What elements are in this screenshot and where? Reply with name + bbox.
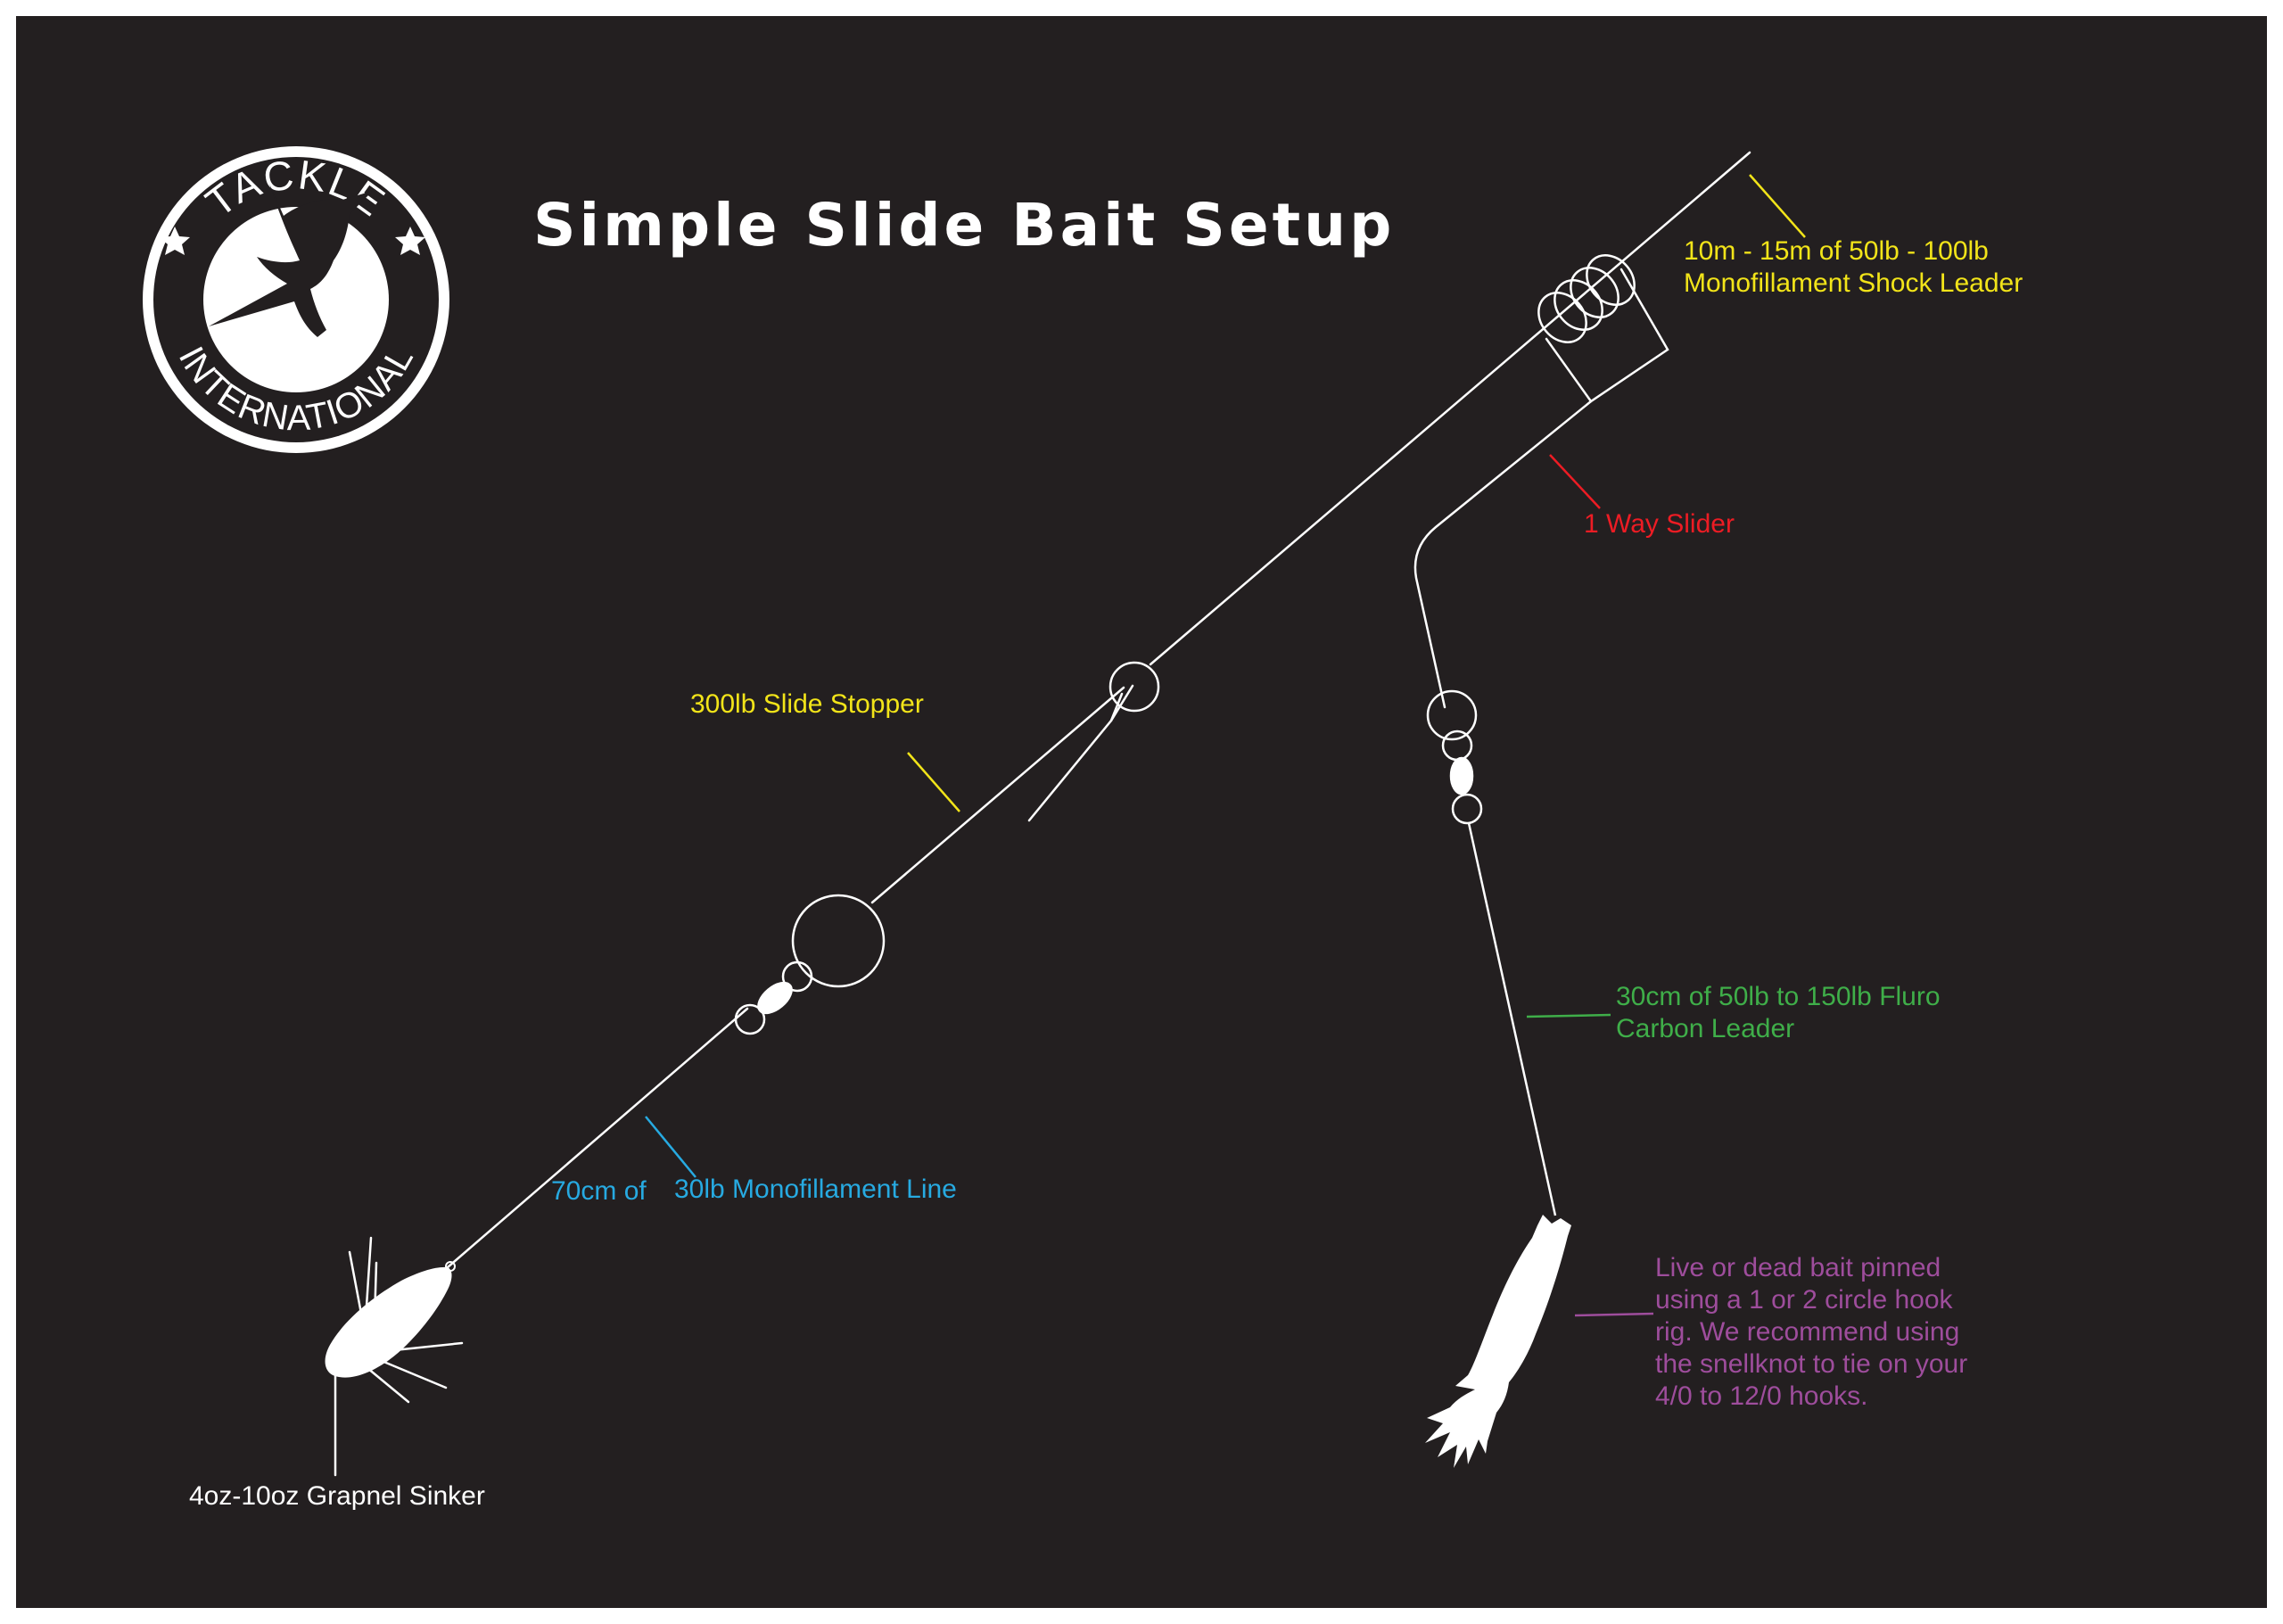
fluro-carbon-leader xyxy=(1467,822,1557,1216)
callout-fluro-leader xyxy=(1526,1013,1611,1018)
slide-stopper-clip-inner xyxy=(1109,692,1124,722)
mono-line-lower xyxy=(446,1007,749,1269)
sinker-eye xyxy=(445,1261,456,1272)
big-bead-ring xyxy=(791,894,886,988)
mono-line-upper xyxy=(1149,151,1751,666)
rig-diagram: TACKLE INTERNATIONAL xyxy=(143,146,1806,1477)
dropper-swivel-barrel xyxy=(1449,756,1474,796)
label-slide-stopper: 300lb Slide Stopper xyxy=(690,689,924,719)
callout-one-way-slider xyxy=(1549,454,1601,509)
dropper-ring-top xyxy=(1426,689,1478,741)
callout-mono-line xyxy=(645,1116,696,1178)
callout-slide-stopper xyxy=(907,752,960,812)
main-line-group xyxy=(446,151,1751,1269)
dropper-swivel-ring-top xyxy=(1441,730,1473,762)
hardware xyxy=(734,661,1483,1035)
lower-swivel-barrel xyxy=(757,981,793,1015)
label-shock-leader: 10m - 15m of 50lb - 100lb Monofillament … xyxy=(1684,236,2023,298)
sinker-wires xyxy=(334,1236,464,1477)
grapnel-sinker xyxy=(325,1236,464,1477)
logo-star-left-icon xyxy=(160,227,190,255)
slide-stopper-ring xyxy=(1109,661,1160,713)
shock-leader-knot xyxy=(1537,254,1636,343)
label-fluro-leader: 30cm of 50lb to 150lb Fluro Carbon Leade… xyxy=(1616,982,1941,1043)
page-title: Simple Slide Bait Setup xyxy=(533,191,1396,260)
callout-lines xyxy=(645,174,1806,1317)
bait-squid-icon xyxy=(1425,1215,1571,1468)
callout-shock-leader xyxy=(1749,174,1806,238)
one-way-slider xyxy=(1413,268,1669,709)
label-bait: Live or dead bait pinned using a 1 or 2 … xyxy=(1655,1253,1968,1411)
tackle-international-logo: TACKLE INTERNATIONAL xyxy=(143,146,449,453)
dropper-swivel-ring-bottom xyxy=(1451,793,1483,825)
label-one-way-slider: 1 Way Slider xyxy=(1584,509,1735,539)
slider-frame xyxy=(1545,268,1669,403)
lower-swivel-ring-top xyxy=(781,960,813,993)
slider-dropper-line xyxy=(1413,400,1593,709)
label-mono-line: 30lb Monofillament Line xyxy=(674,1175,957,1204)
mono-line-middle xyxy=(870,686,1125,904)
callout-bait xyxy=(1574,1312,1654,1317)
lower-swivel-ring-bottom xyxy=(734,1003,766,1035)
label-mono-line-prefix: 70cm of xyxy=(551,1176,647,1206)
diagram-panel: TACKLE INTERNATIONAL xyxy=(16,16,2267,1608)
logo-marlin-icon xyxy=(209,184,373,337)
logo-star-right-icon xyxy=(395,227,425,255)
label-sinker: 4oz-10oz Grapnel Sinker xyxy=(189,1481,485,1511)
sinker-body xyxy=(325,1266,452,1378)
